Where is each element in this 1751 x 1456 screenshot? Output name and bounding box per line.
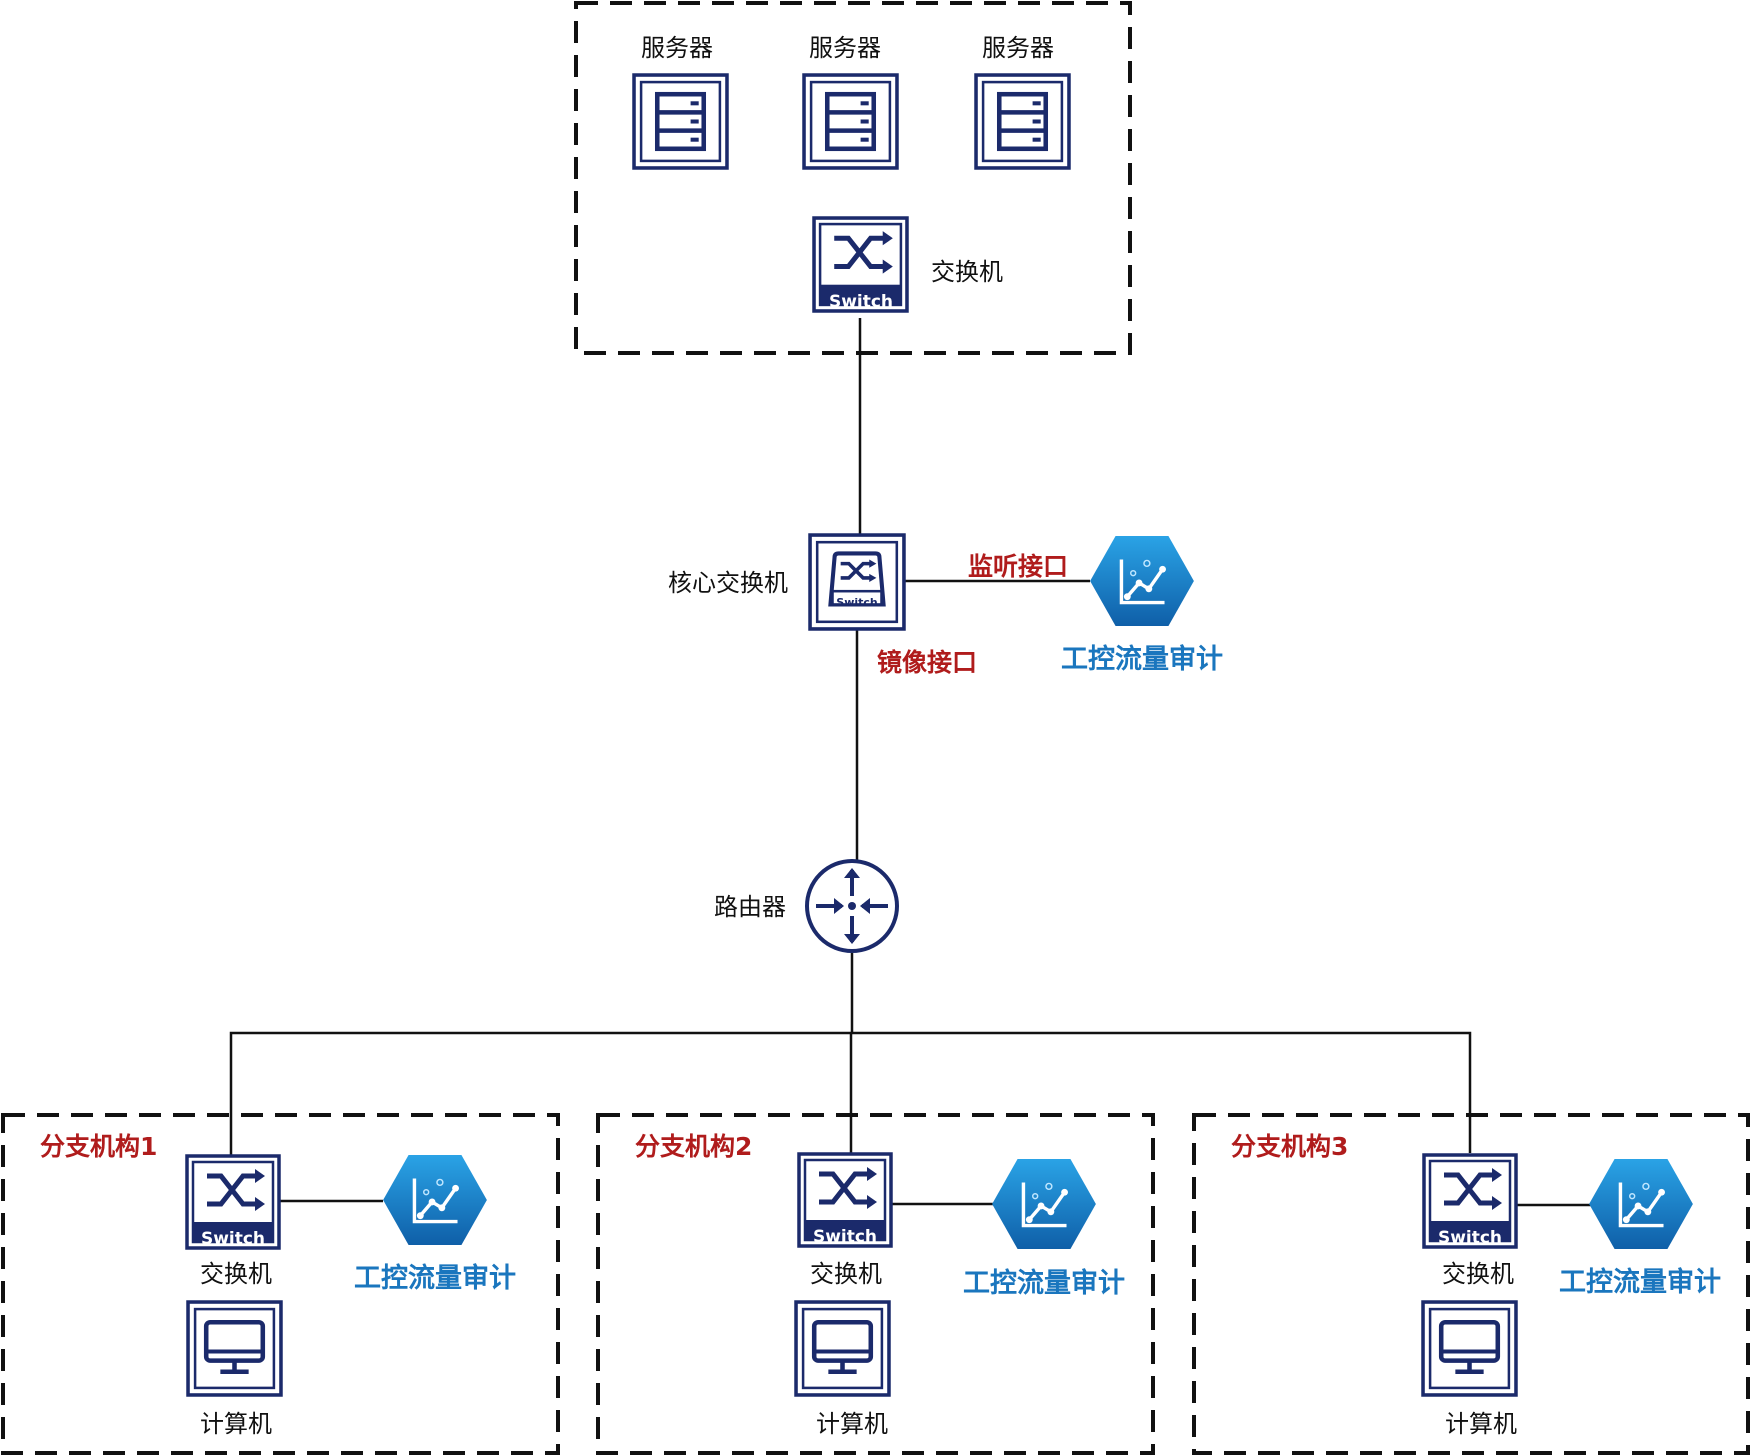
branch-1-group bbox=[1, 1113, 560, 1455]
core-switch-label: 核心交换机 bbox=[668, 569, 788, 597]
server-label: 服务器 bbox=[641, 34, 713, 62]
computer-icon bbox=[188, 1302, 281, 1395]
traffic-audit-icon bbox=[990, 1157, 1098, 1251]
traffic-audit-label: 工控流量审计 bbox=[1559, 1266, 1721, 1298]
connections bbox=[229, 318, 1593, 1207]
branch-title: 分支机构3 bbox=[1231, 1132, 1348, 1161]
switch-badge: Switch bbox=[1438, 1228, 1502, 1248]
branch-title: 分支机构2 bbox=[635, 1132, 752, 1161]
computer-icon bbox=[796, 1302, 889, 1395]
traffic-audit-label: 工控流量审计 bbox=[963, 1267, 1125, 1299]
computer-label: 计算机 bbox=[1445, 1410, 1517, 1438]
router-label: 路由器 bbox=[714, 893, 786, 921]
switch-badge: Switch bbox=[813, 1227, 877, 1247]
listen-port-label: 监听接口 bbox=[968, 552, 1068, 581]
branch-2-group bbox=[596, 1113, 1155, 1455]
server-label: 服务器 bbox=[809, 34, 881, 62]
computer-label: 计算机 bbox=[816, 1410, 888, 1438]
switch-label: 交换机 bbox=[931, 258, 1003, 286]
server-icon bbox=[804, 75, 897, 168]
switch-label: 交换机 bbox=[810, 1260, 882, 1288]
datacenter-group bbox=[574, 1, 1132, 355]
server-label: 服务器 bbox=[982, 34, 1054, 62]
traffic-audit-label: 工控流量审计 bbox=[1061, 643, 1223, 675]
server-icon bbox=[634, 75, 727, 168]
traffic-audit-icon bbox=[381, 1153, 489, 1247]
computer-label: 计算机 bbox=[200, 1410, 272, 1438]
traffic-audit-icon bbox=[1088, 534, 1196, 628]
switch-label: 交换机 bbox=[200, 1260, 272, 1288]
branch-title: 分支机构1 bbox=[40, 1132, 157, 1161]
traffic-audit-icon bbox=[1587, 1157, 1695, 1251]
core-switch-icon bbox=[810, 535, 904, 629]
mirror-port-label: 镜像接口 bbox=[877, 648, 977, 677]
server-icon bbox=[976, 75, 1069, 168]
router-icon bbox=[805, 859, 899, 953]
switch-label: 交换机 bbox=[1442, 1260, 1514, 1288]
switch-badge: Switch bbox=[829, 292, 893, 312]
computer-icon bbox=[1423, 1302, 1516, 1395]
core-switch-badge: Switch bbox=[836, 596, 877, 609]
switch-badge: Switch bbox=[201, 1229, 265, 1249]
traffic-audit-label: 工控流量审计 bbox=[354, 1262, 516, 1294]
